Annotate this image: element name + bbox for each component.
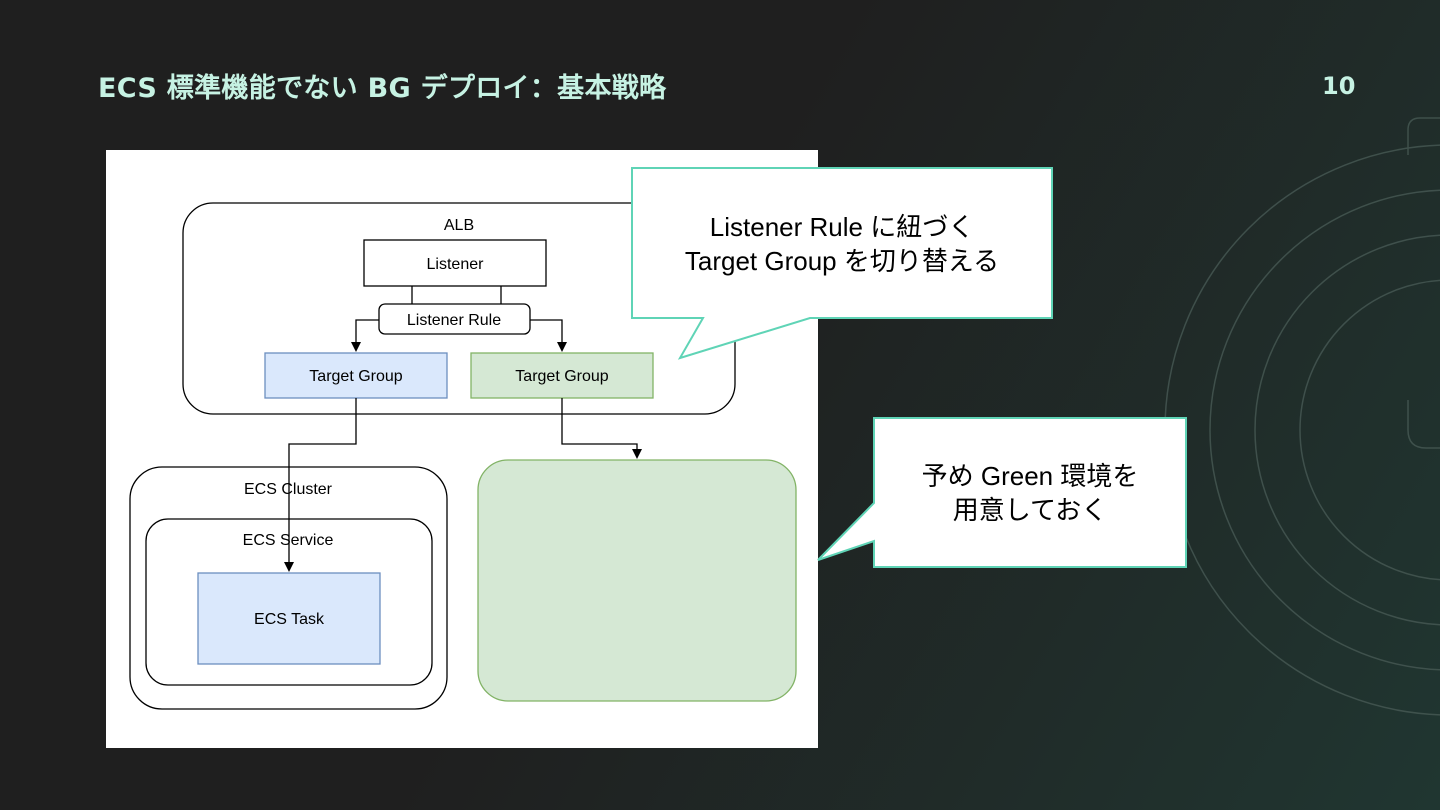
- callout-right-line1: 予め Green 環境を: [921, 461, 1139, 491]
- target-group-blue-label: Target Group: [309, 368, 402, 385]
- listener-box: [363, 239, 547, 287]
- listener-label: Listener: [427, 256, 485, 273]
- arrow-green-target-group-to-green-environment: [561, 398, 642, 459]
- callout-right-line2: 用意しておく: [952, 495, 1108, 525]
- ecs-service-label: ECS Service: [243, 532, 334, 549]
- ecs-task-label: ECS Task: [254, 611, 325, 628]
- page-number: 10: [1322, 72, 1356, 100]
- green-environment: [477, 459, 797, 702]
- target-group-green: [470, 352, 654, 399]
- callout-top-line2: Target Group を切り替える: [684, 246, 1000, 276]
- callout-right-text: 予め Green 環境を 用意しておく: [874, 459, 1186, 527]
- callout-top-line1: Listener Rule に紐づく: [709, 212, 975, 242]
- ecs-task-box: [197, 572, 381, 665]
- alb-label: ALB: [444, 217, 474, 234]
- target-group-blue: [264, 352, 448, 399]
- ecs-cluster-label: ECS Cluster: [244, 481, 333, 498]
- target-group-green-label: Target Group: [515, 368, 608, 385]
- arrow-blue-target-group-to-ecs-task: [284, 398, 357, 572]
- listener-rule-box: [378, 303, 531, 335]
- callout-top-text: Listener Rule に紐づく Target Group を切り替える: [632, 210, 1052, 278]
- listener-rule-label: Listener Rule: [407, 312, 501, 329]
- arrow-rule-to-blue-target-group: [351, 319, 379, 352]
- slide-title: ECS 標準機能でない BG デプロイ：基本戦略: [98, 73, 667, 104]
- arrow-rule-to-green-target-group: [530, 319, 567, 352]
